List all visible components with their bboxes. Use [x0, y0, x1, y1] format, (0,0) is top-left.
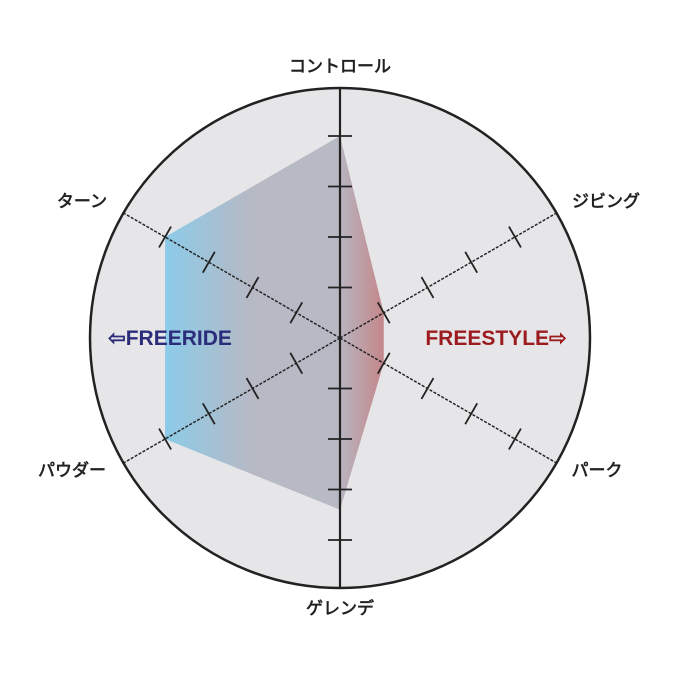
freeride-annotation: ⇦FREERIDE: [108, 327, 232, 350]
axis-label-jibbing: ジビング: [572, 191, 640, 212]
axis-label-control: コントロール: [289, 57, 391, 77]
axis-tick: [464, 402, 478, 425]
data-polygon: [165, 136, 384, 510]
axis-line: [123, 212, 341, 339]
freestyle-annotation: FREESTYLE⇨: [425, 327, 567, 350]
axis-label-turn: ターン: [57, 192, 107, 212]
axis-tick: [158, 226, 172, 248]
axis-tick: [508, 428, 522, 450]
axis-line: [339, 212, 557, 339]
axis-tick: [464, 251, 478, 274]
axis-tick: [289, 301, 304, 324]
axis-tick: [289, 352, 304, 375]
axis-label-park: パーク: [572, 461, 623, 481]
axis-tick: [202, 251, 216, 274]
axis-tick: [158, 428, 172, 450]
axis-tick: [420, 276, 435, 299]
axis-tick: [508, 226, 522, 248]
axis-tick: [245, 377, 260, 400]
axis-line: [123, 337, 341, 464]
axis-label-gelande: ゲレンデ: [306, 598, 375, 619]
axis-tick: [245, 276, 260, 299]
axis-label-powder: パウダー: [38, 460, 106, 481]
axis-tick: [376, 352, 391, 375]
axis-line: [339, 337, 557, 464]
axis-tick: [202, 402, 216, 425]
axis-tick: [376, 301, 391, 324]
axis-tick: [420, 377, 435, 400]
